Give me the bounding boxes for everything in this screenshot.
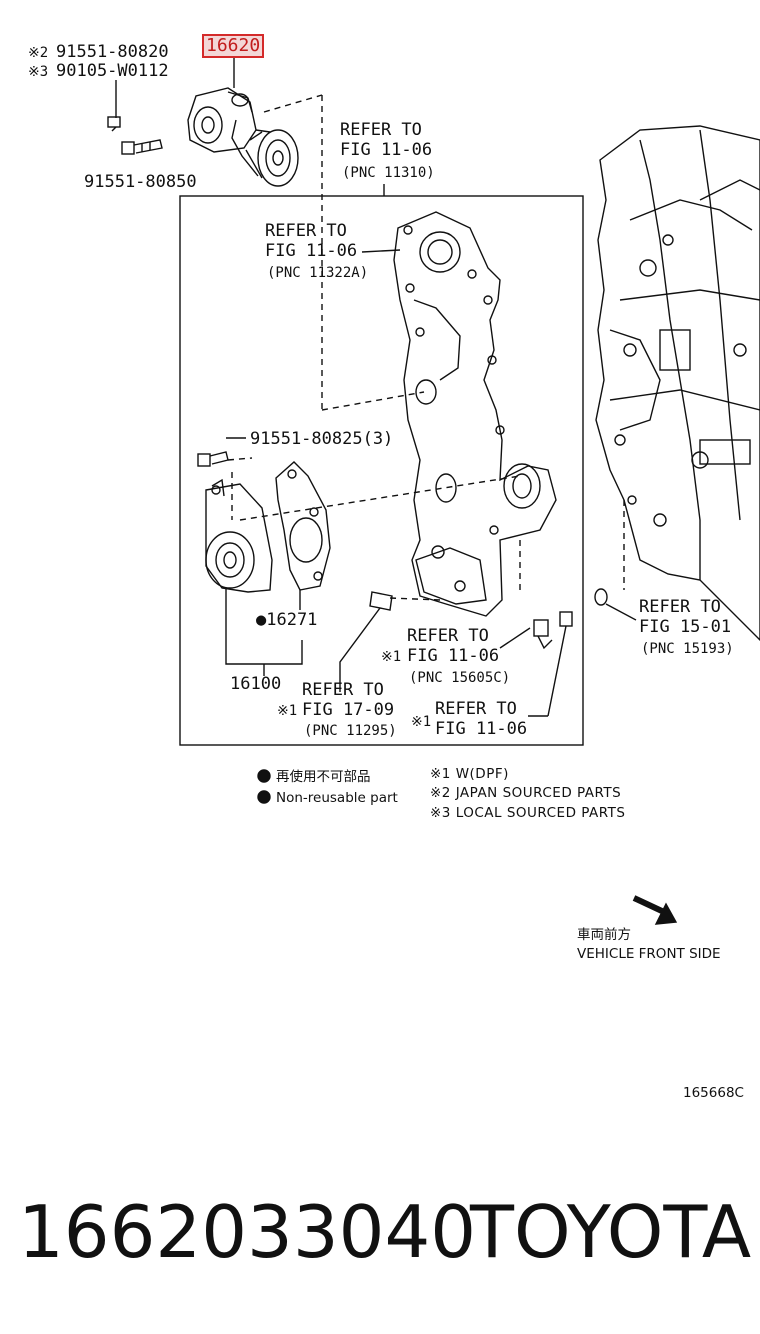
- legend-nonreusable-en: Non-reusable part: [276, 790, 398, 806]
- refer-inner-fig-link[interactable]: FIG 11-06: [265, 241, 358, 261]
- figure-id: 165668C: [683, 1085, 744, 1101]
- refer-15605c-mark: ※1: [381, 649, 402, 665]
- refer-inner-line1: REFER TO: [265, 221, 347, 241]
- direction-label-en: VEHICLE FRONT SIDE: [577, 946, 721, 962]
- refer-bottom-line1: REFER TO: [435, 699, 517, 719]
- refer-1501-line1: REFER TO: [639, 597, 721, 617]
- part-label-16271[interactable]: ●16271: [256, 610, 318, 630]
- assembly-frame: [179, 195, 584, 746]
- legend-note-3: ※3 LOCAL SOURCED PARTS: [430, 805, 626, 821]
- refer-1501-pnc: (PNC 15193): [641, 641, 734, 657]
- refer-1709-mark: ※1: [277, 703, 298, 719]
- bolt-91551-80850-drawing: [121, 139, 163, 155]
- refer-15605c-line1: REFER TO: [407, 626, 489, 646]
- belt-tensioner-drawing: [187, 87, 299, 187]
- part-label-91551-80825[interactable]: 91551-80825(3): [250, 429, 394, 449]
- refer-15605c-fig-link[interactable]: FIG 11-06: [407, 646, 500, 666]
- bolt-91551-80825-drawing: [197, 437, 246, 467]
- part-label-90105-W0112[interactable]: 90105-W0112: [56, 61, 169, 81]
- refer-15605c-pnc: (PNC 15605C): [409, 670, 511, 686]
- brand-name: TOYOTA: [470, 1190, 752, 1274]
- legend-note-2: ※2 JAPAN SOURCED PARTS: [430, 785, 622, 801]
- sensor-drawing: [533, 619, 553, 650]
- timing-cover-drawing: [393, 211, 557, 617]
- note-mark-2: ※2: [28, 45, 49, 61]
- direction-label-jp: 車両前方: [577, 927, 631, 943]
- legend-nonreusable-jp: 再使用不可部品: [276, 769, 371, 785]
- bolt-91551-80820-drawing: [107, 80, 121, 132]
- part-number: 1662033040: [18, 1190, 477, 1274]
- refer-1709-fig-link[interactable]: FIG 17-09: [302, 700, 395, 720]
- refer-bottom-mark: ※1: [411, 714, 432, 730]
- highlighted-part-label-16620[interactable]: 16620: [202, 34, 265, 58]
- refer-1501-fig-link[interactable]: FIG 15-01: [639, 617, 732, 637]
- refer-top-fig-link[interactable]: FIG 11-06: [340, 140, 433, 160]
- gasket-drawing: [275, 461, 331, 591]
- part-label-91551-80850[interactable]: 91551-80850: [84, 172, 197, 192]
- refer-1709-pnc: (PNC 11295): [304, 723, 397, 739]
- refer-top-pnc: (PNC 11310): [342, 165, 435, 181]
- water-pump-drawing: [205, 478, 273, 593]
- refer-top-line1: REFER TO: [340, 120, 422, 140]
- refer-inner-pnc: (PNC 11322A): [267, 265, 369, 281]
- legend-note-1: ※1 W(DPF): [430, 766, 509, 782]
- refer-1709-line1: REFER TO: [302, 680, 384, 700]
- part-label-91551-80820[interactable]: 91551-80820: [56, 42, 169, 62]
- direction-arrow-drawing: [632, 895, 678, 925]
- refer-bottom-fig-link[interactable]: FIG 11-06: [435, 719, 528, 739]
- plug-drawing: [528, 611, 573, 717]
- note-mark-3: ※3: [28, 64, 49, 80]
- part-label-16100[interactable]: 16100: [230, 674, 282, 694]
- engine-block-drawing: [595, 125, 760, 641]
